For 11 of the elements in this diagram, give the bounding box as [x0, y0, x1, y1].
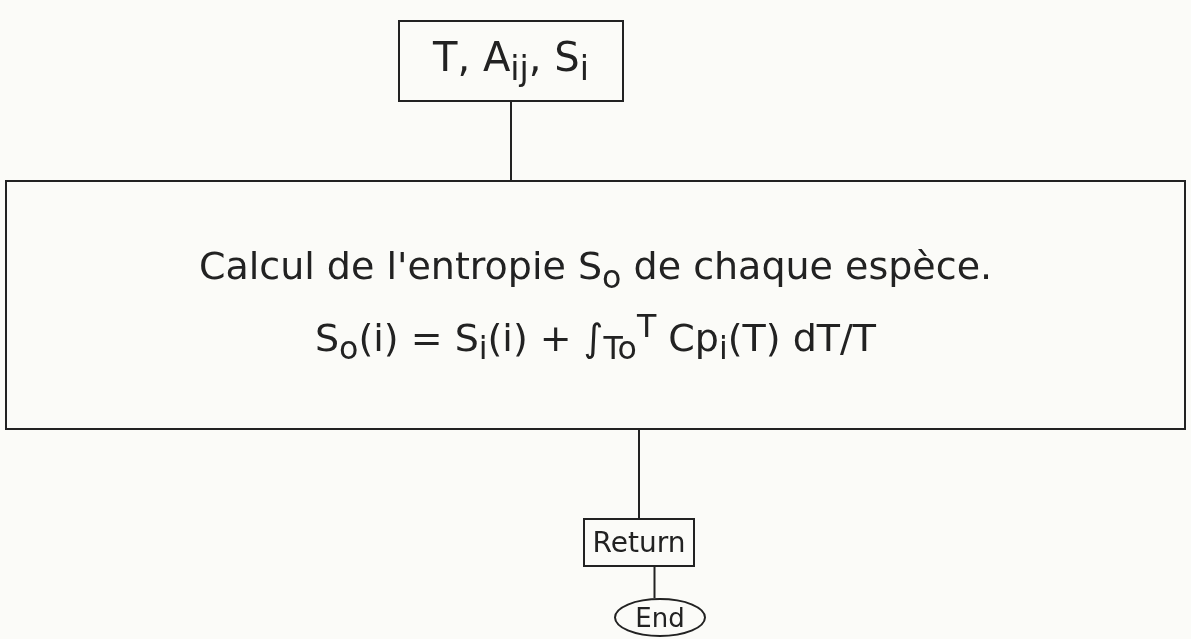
- process-box: [583, 518, 695, 567]
- node-label: Return: [592, 526, 686, 559]
- formula-text: S$_{o}$(i) = S$_{i}$(i) + ∫$_{To}$$^{T}$ Cp$_{i}$(T) dT/T: [314, 308, 877, 367]
- node-label: Calcul de l'entropie S$_{o}$ de chaque espèce.: [198, 243, 993, 295]
- connector-line: [638, 429, 640, 519]
- process-box: [398, 20, 624, 102]
- process-box: [5, 180, 1186, 430]
- connector-line: [510, 101, 512, 181]
- connector-line: [653, 566, 656, 599]
- node-label: T, A$_{ij}$, S$_{i}$: [433, 34, 589, 88]
- node-label: End: [635, 602, 685, 633]
